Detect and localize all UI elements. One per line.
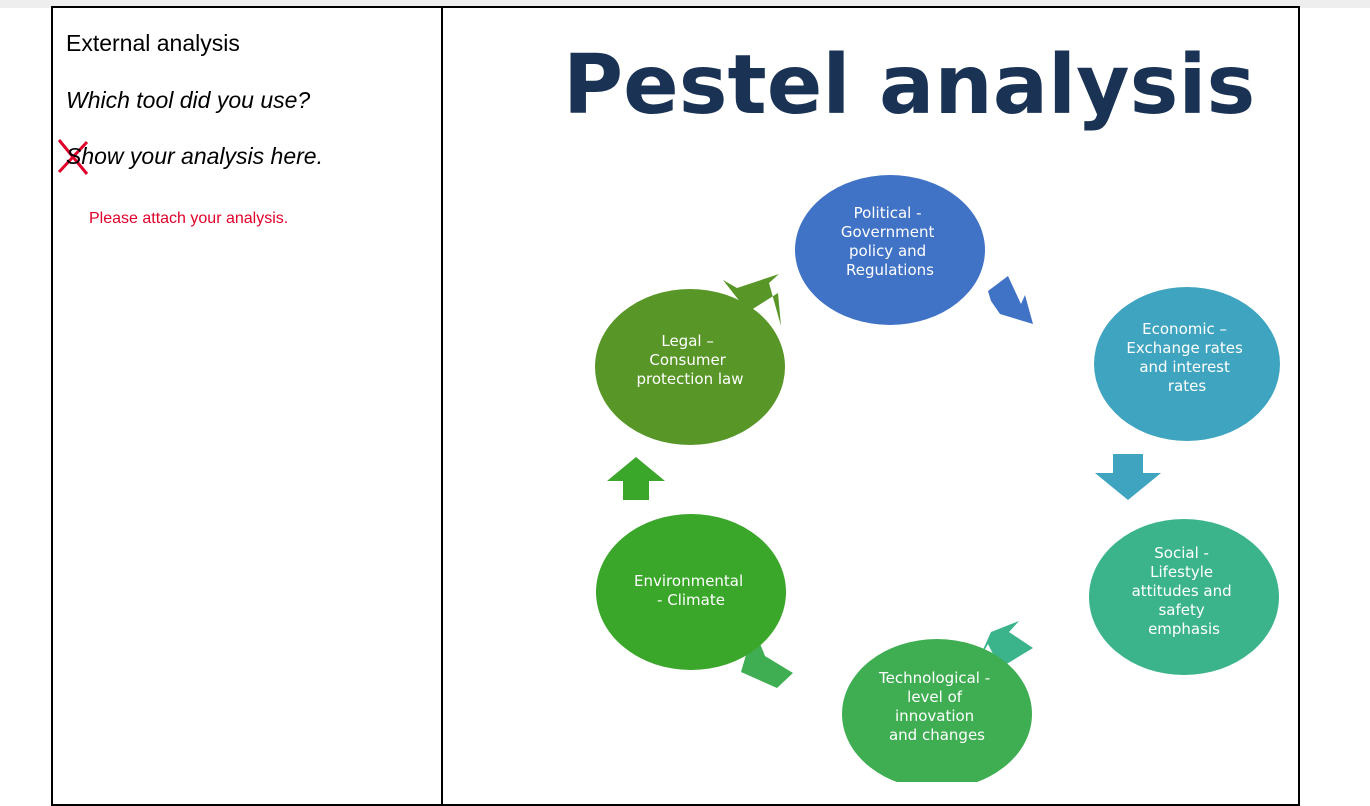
node-political: Political - Government policy and Regula… [795,175,985,325]
arrow-environmental-to-legal-icon [607,457,665,500]
svg-text:Social - Lifestyle: Social - Lifestyle attitudes and safety … [1132,544,1237,638]
svg-text:Technological - leve: Technological - level of innovation and … [878,669,995,744]
red-x-mark-icon [57,139,89,175]
top-toolbar-strip [0,0,1370,8]
column-divider [441,8,443,804]
arrow-legal-to-political-icon [723,274,781,326]
left-cell[interactable]: External analysis Which tool did you use… [53,8,441,804]
node-technological: Technological - level of innovation and … [842,639,1032,782]
tool-question: Which tool did you use? [66,87,311,113]
section-title: External analysis [66,30,240,56]
svg-text:Political - Governme: Political - Government policy and Regula… [841,204,939,279]
node-social: Social - Lifestyle attitudes and safety … [1089,519,1279,675]
attach-note: Please attach your analysis. [89,210,289,227]
right-cell[interactable]: Pestel analysis Political - Government p… [443,8,1298,804]
node-legal: Legal – Consumer protection law [595,289,785,445]
diagram-headline: Pestel analysis [563,38,1255,133]
arrow-political-to-economic-icon [988,276,1033,324]
analysis-instruction: Show your analysis here. [66,143,323,169]
arrow-social-to-technological-icon [977,621,1033,668]
arrow-economic-to-social-icon [1095,454,1161,500]
node-economic: Economic – Exchange rates and interest r… [1094,287,1280,441]
svg-text:Economic – Exchange: Economic – Exchange rates and interest r… [1126,320,1247,395]
svg-text:Environmental - Clim: Environmental - Climate [634,572,748,609]
svg-text:Legal – Consumer: Legal – Consumer protection law [636,332,743,388]
analysis-table: External analysis Which tool did you use… [51,6,1300,806]
pestel-diagram-image[interactable]: Pestel analysis Political - Government p… [443,8,1298,782]
node-environmental: Environmental - Climate [596,514,786,670]
